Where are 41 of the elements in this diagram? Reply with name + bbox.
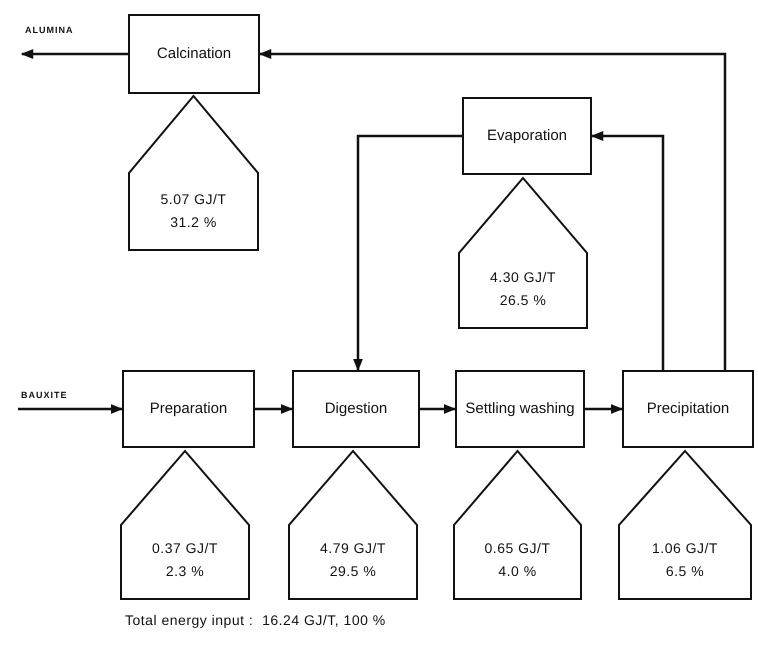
energy-value: 1.06 GJ/T <box>652 539 718 558</box>
arrow <box>258 49 726 370</box>
arrow <box>353 134 462 372</box>
energy-value: 4.79 GJ/T <box>320 539 386 558</box>
energy-value: 26.5 % <box>500 290 546 310</box>
process-box <box>462 97 592 175</box>
process-box <box>128 14 260 94</box>
process-box <box>292 370 420 448</box>
process-box <box>122 370 255 448</box>
total-note: Total energy input : 16.24 GJ/T, 100 % <box>125 612 386 628</box>
process-name: Preparation <box>148 400 228 418</box>
process-name: Digestion <box>324 400 388 418</box>
energy-value: 6.5 % <box>666 562 704 581</box>
process-name: Precipitation <box>646 400 730 418</box>
process-name: Evaporation <box>486 127 568 145</box>
energy-pentagon <box>453 450 582 600</box>
energy-pentagon <box>288 450 418 600</box>
energy-value: 2.3 % <box>166 562 204 581</box>
arrow <box>255 404 294 414</box>
energy-value: 31.2 % <box>170 212 217 232</box>
process-box <box>622 370 754 448</box>
arrow <box>18 404 124 414</box>
arrow <box>420 404 456 414</box>
energy-value: 0.37 GJ/T <box>152 539 218 558</box>
energy-value: 0.65 GJ/T <box>484 539 550 558</box>
energy-pentagon <box>120 450 250 600</box>
energy-pentagon <box>128 95 259 251</box>
arrow <box>20 49 128 59</box>
process-box <box>455 370 585 448</box>
arrow <box>585 404 624 414</box>
energy-pentagon <box>618 450 752 600</box>
energy-pentagon <box>458 177 588 329</box>
energy-value: 4.30 GJ/T <box>490 268 556 288</box>
energy-value: 29.5 % <box>330 562 376 581</box>
arrow <box>590 131 664 370</box>
process-name: Calcination <box>156 45 232 63</box>
process-name: Settling washing <box>464 400 576 418</box>
edge-label: ALUMINA <box>24 25 74 35</box>
edge-label: BAUXITE <box>20 390 69 400</box>
energy-value: 5.07 GJ/T <box>160 190 226 210</box>
energy-value: 4.0 % <box>498 562 537 581</box>
